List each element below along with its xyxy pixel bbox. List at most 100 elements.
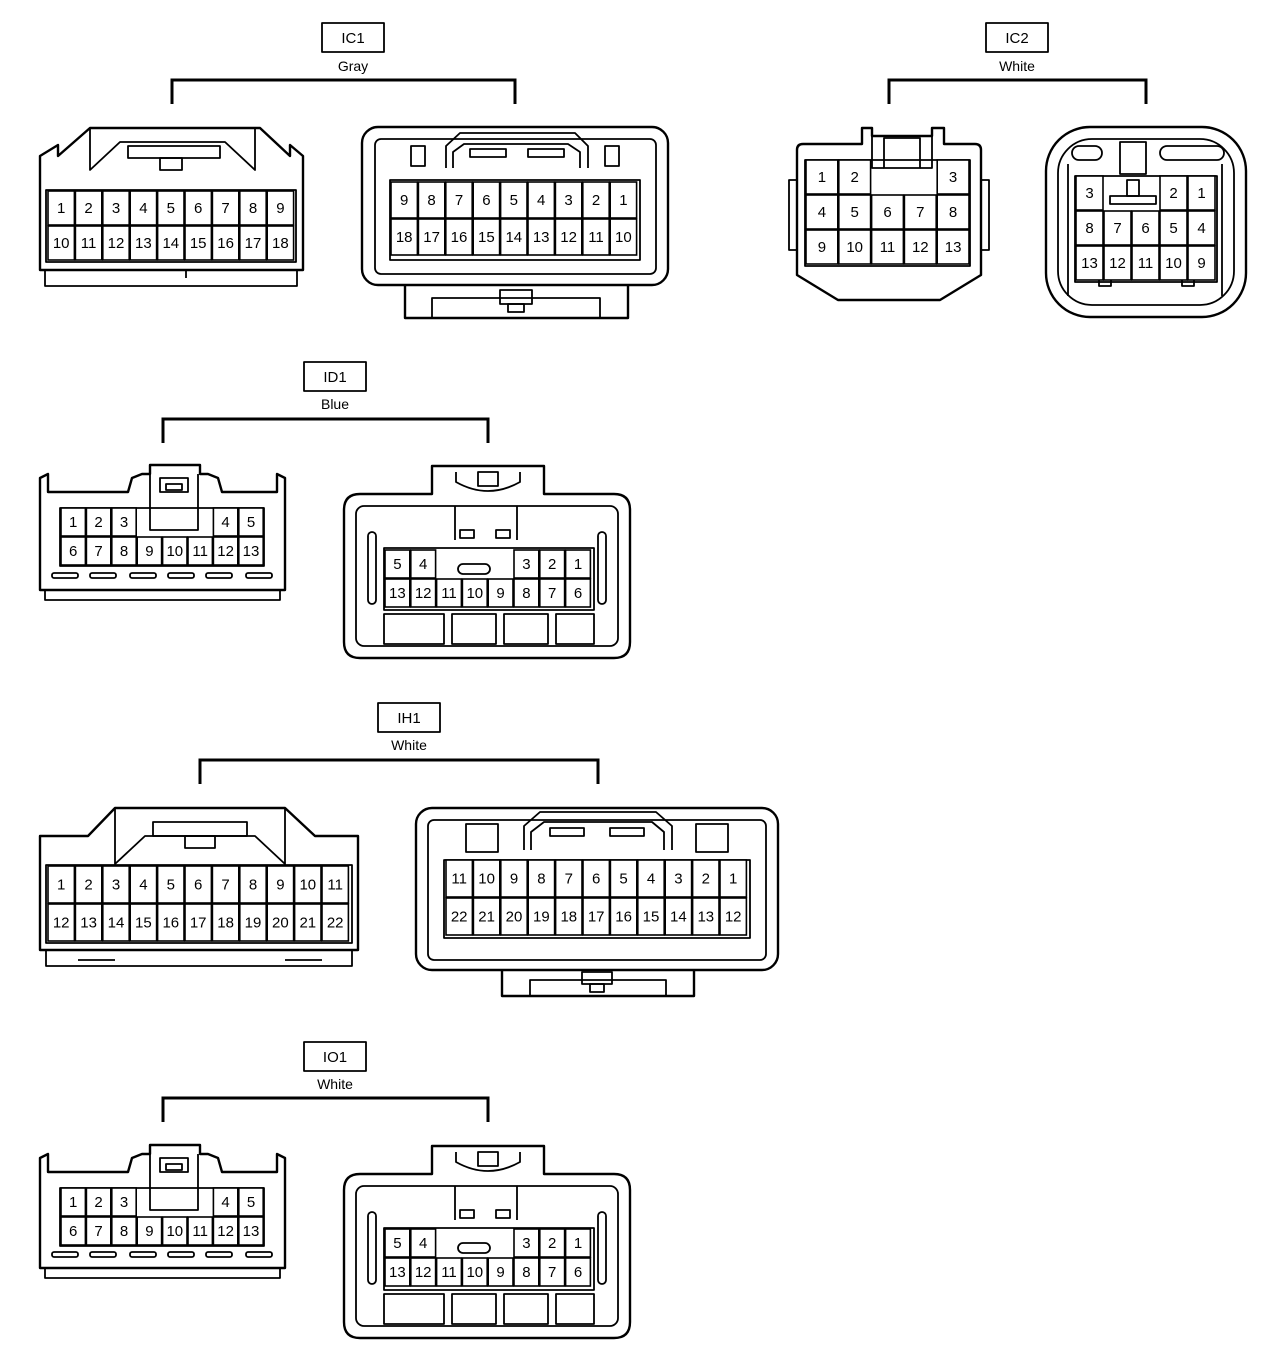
ic1-right-pin-cell: [527, 218, 556, 256]
io1-left-pin-cell: [111, 1216, 138, 1246]
ih1-right-pin-7: 7: [565, 871, 573, 888]
id1-bracket: [161, 417, 490, 443]
ih1-right-pin-cell: [445, 859, 474, 898]
ih1-right-pin-20: 20: [506, 909, 523, 926]
id1-right-pin-7: 7: [548, 585, 556, 602]
ic1-right-pin-cell: [444, 218, 473, 256]
ic1-right-pin-3: 3: [564, 192, 572, 209]
io1-left-pin-cell: [212, 1187, 239, 1217]
ih1-left-pin-21: 21: [299, 915, 316, 932]
ic2-left-pin-7: 7: [916, 204, 924, 221]
ih1-right-pin-11: 11: [451, 871, 467, 888]
ic2-right-pin-7: 7: [1113, 220, 1121, 237]
ih1-left-pin-cell: [321, 865, 350, 904]
ic1-left-pin-6: 6: [194, 200, 202, 217]
ih1-left-pin-15: 15: [135, 915, 152, 932]
id1-right-pin-5: 5: [393, 556, 401, 573]
ic1-right-pin-cell: [609, 218, 638, 256]
io1-bracket: [161, 1096, 490, 1122]
ih1-right-pin-cell: [582, 859, 611, 898]
io1-left-pin-11: 11: [192, 1223, 208, 1240]
id1-left-pin-3: 3: [120, 514, 128, 531]
ic1-right-pin-9: 9: [400, 192, 408, 209]
io1-code-box: [303, 1041, 367, 1072]
io1-right-pin-9: 9: [496, 1264, 504, 1281]
ic2-right-pin-11: 11: [1138, 255, 1154, 272]
ic1-left-pin-12: 12: [108, 235, 125, 252]
ic2-left-pin-cell: [903, 229, 938, 265]
id1-right-pin-cell: [409, 578, 437, 608]
ic1-right-pin-18: 18: [396, 229, 413, 246]
ic2-left-pin-cell: [870, 229, 905, 265]
ic2-right-pin-cell: [1187, 210, 1216, 246]
ic2-left-pin-cell: [936, 159, 970, 195]
ic1-left-pin-10: 10: [53, 235, 70, 252]
ic1-right-pin-17: 17: [423, 229, 440, 246]
io1-right-pin-5: 5: [393, 1235, 401, 1252]
ic1-left-pin-cell: [102, 225, 131, 261]
id1-code-box: [303, 361, 367, 392]
ih1-right-pin-14: 14: [670, 909, 687, 926]
ih1-right-pin-19: 19: [533, 909, 550, 926]
id1-left-pin-4: 4: [221, 514, 229, 531]
id1-left-pin-cell: [212, 507, 239, 537]
ic1-right-pin-2: 2: [592, 192, 600, 209]
ic2-right-pin-cell: [1103, 245, 1132, 281]
ih1-left-pin-cell: [47, 903, 76, 942]
ic1-right-pin-8: 8: [427, 192, 435, 209]
io1-right-pin-10: 10: [466, 1264, 483, 1281]
ic1-color: Gray: [338, 58, 368, 74]
ic2-left-pin-13: 13: [945, 239, 962, 256]
ic1-right-pin-cell: [390, 181, 419, 219]
io1-left-pin-4: 4: [221, 1194, 229, 1211]
ic1-right-pin-7: 7: [455, 192, 463, 209]
ih1-left-pin-cell: [156, 903, 185, 942]
ic2-right-pin-cell: [1159, 175, 1188, 211]
io1-left-pin-2: 2: [94, 1194, 102, 1211]
ic1-left-pin-cell: [266, 225, 295, 261]
ic1-left-pin-8: 8: [249, 200, 257, 217]
ic2-right-pin-12: 12: [1109, 255, 1126, 272]
ic1-right-pin-15: 15: [478, 229, 495, 246]
ic2-right-pin-4: 4: [1197, 220, 1205, 237]
id1-right-pin-cell: [538, 549, 566, 579]
ic2-code: IC2: [1005, 30, 1028, 47]
id1-left-pin-6: 6: [69, 543, 77, 560]
ic1-left-pin-cell: [211, 225, 240, 261]
ic2-right-pin-5: 5: [1169, 220, 1177, 237]
io1-code: IO1: [323, 1049, 347, 1066]
io1-right-pin-cell: [564, 1257, 592, 1287]
ic1-right-pin-cell: [472, 218, 501, 256]
io1-right-pin-cell: [461, 1257, 488, 1287]
io1-right-pin-13: 13: [389, 1264, 406, 1281]
io1-left-pin-9: 9: [145, 1223, 153, 1240]
ic2-right-pin-9: 9: [1197, 255, 1205, 272]
ic1-left-pin-11: 11: [81, 235, 97, 252]
ic2-left-pin-8: 8: [949, 204, 957, 221]
ic2-left-pin-cell: [805, 159, 839, 195]
ih1-code-box: [377, 702, 441, 733]
ic1-right-pin-12: 12: [560, 229, 577, 246]
id1-left-pin-cell: [111, 507, 138, 537]
ih1-right-pin-13: 13: [697, 909, 714, 926]
ih1-left-pin-20: 20: [272, 915, 289, 932]
ih1-left-pin-2: 2: [84, 877, 92, 894]
ih1-left-pin-cell: [102, 903, 131, 942]
id1-right-pin-cell: [564, 578, 592, 608]
ic1-left-pin-cell: [129, 190, 158, 226]
id1-left-pin-11: 11: [192, 543, 208, 560]
ic2-right-pin-cell: [1159, 245, 1188, 281]
io1-right-pin-cell: [409, 1228, 437, 1258]
ic2-left-pin-4: 4: [818, 204, 826, 221]
ih1-right-pin-cell: [636, 897, 665, 936]
io1-right-pin-cell: [487, 1257, 514, 1287]
ic1-left-pin-1: 1: [57, 200, 65, 217]
ic1-right-pin-cell: [390, 218, 419, 256]
id1-right-pin-cell: [461, 578, 488, 608]
ih1-right-pin-cell: [472, 897, 501, 936]
ih1-right-pin-cell: [609, 859, 638, 898]
io1-right-pin-cell: [513, 1257, 540, 1287]
